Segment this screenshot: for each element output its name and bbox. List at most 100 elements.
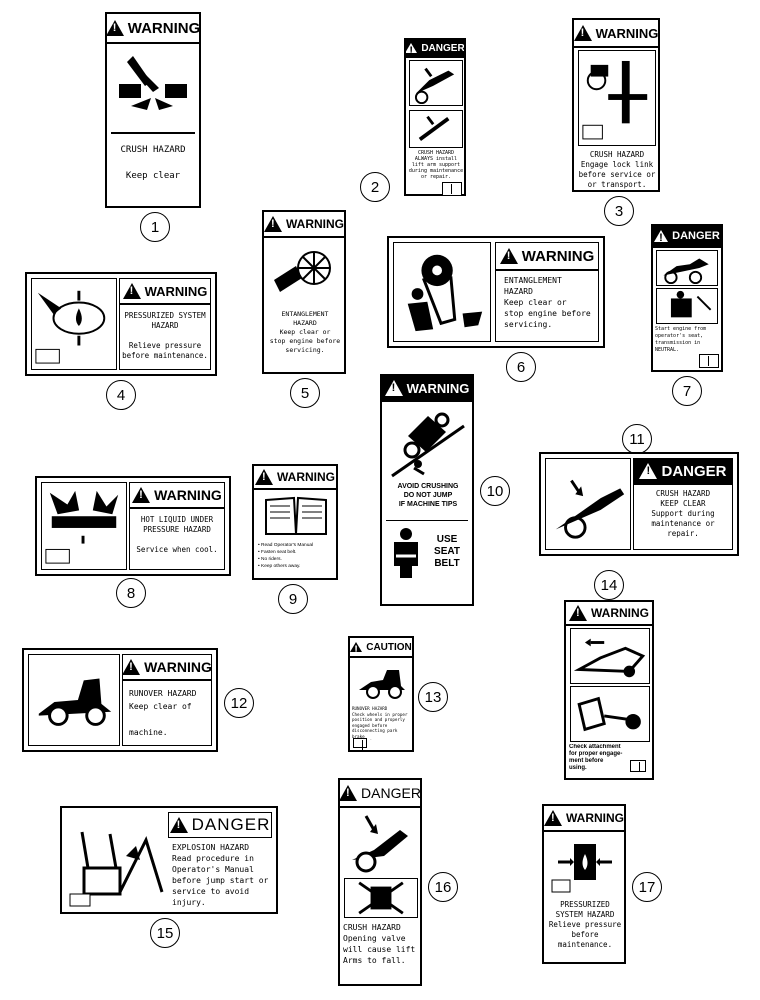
warning-header: WARNING <box>264 212 344 238</box>
decal-16: DANGER CRUSH HAZARD Opening valve will c… <box>338 778 422 986</box>
callout-3: 3 <box>604 196 634 226</box>
warning-header: WARNING <box>544 806 624 832</box>
attachment-engaged-icon <box>570 686 650 742</box>
lift-arm-falling-icon <box>344 810 418 876</box>
decal-2: DANGER CRUSH HAZARD ALWAYS install lift … <box>404 38 466 196</box>
caution-triangle-icon <box>350 642 363 656</box>
callout-5: 5 <box>290 378 320 408</box>
warning-header: WARNING <box>254 466 336 490</box>
decal-17: WARNING PRESSURIZED SYSTEM HAZARD Reliev… <box>542 804 626 964</box>
callout-17: 17 <box>632 872 662 902</box>
callout-11: 11 <box>622 424 652 454</box>
open-manual-icon <box>258 492 334 540</box>
danger-triangle-icon <box>406 43 418 56</box>
support-strut-icon <box>409 110 463 148</box>
callout-14: 14 <box>594 570 624 600</box>
warning-triangle-icon <box>255 469 273 485</box>
decal-7: DANGER Start engine from operator's seat… <box>651 224 723 372</box>
warning-header: WARNING <box>123 655 211 681</box>
warning-header: WARNING <box>566 602 652 626</box>
warning-header: WARNING <box>574 20 658 48</box>
manual-book-icon <box>353 738 367 750</box>
decal-3: WARNING CRUSH HAZARD Engage lock link be… <box>572 18 660 192</box>
warning-triangle-icon <box>107 20 124 36</box>
warning-header: WARNING <box>107 14 199 44</box>
rollover-tractor-icon <box>388 406 468 478</box>
decal-5: WARNING ENTANGLEMENT HAZARD Keep clear o… <box>262 210 346 374</box>
decal-text: CRUSH HAZARD Engage lock link before ser… <box>578 150 656 189</box>
decal-9: WARNING • Read Operator's Manual • Faste… <box>252 464 338 580</box>
radiator-hot-liquid-icon <box>41 482 127 570</box>
warning-header: WARNING <box>382 376 472 402</box>
danger-header: DANGER <box>653 226 721 248</box>
crush-hands-icon <box>111 48 195 128</box>
operator-seat-icon <box>656 288 718 324</box>
callout-9: 9 <box>278 584 308 614</box>
seat-belt-text: USE SEAT BELT <box>434 534 460 569</box>
danger-header: DANGER <box>406 40 464 58</box>
danger-triangle-icon <box>169 817 188 833</box>
decal-12: WARNING RUNOVER HAZARD Keep clear of mac… <box>22 648 218 752</box>
callout-8: 8 <box>116 578 146 608</box>
lock-link-icon <box>578 50 656 146</box>
warning-triangle-icon <box>384 380 403 396</box>
pressurized-cylinder-icon <box>548 834 622 896</box>
decal-text: RUNOVER HAZARD Check wheels in proper po… <box>352 706 408 740</box>
runover-loader-icon <box>28 654 120 746</box>
loader-arm-crush-icon <box>545 458 631 550</box>
decal-text: RUNOVER HAZARD Keep clear of machine. <box>129 689 197 737</box>
danger-triangle-icon <box>340 785 358 801</box>
attachment-lock-icon <box>570 628 650 684</box>
danger-header: DANGER <box>340 780 420 808</box>
decal-1: WARNING CRUSH HAZARD Keep clear <box>105 12 201 208</box>
callout-7: 7 <box>672 376 702 406</box>
decal-11: DANGER CRUSH HAZARD KEEP CLEAR Support d… <box>539 452 739 556</box>
no-valve-icon <box>344 878 418 918</box>
warning-triangle-icon <box>123 659 141 675</box>
callout-1: 1 <box>140 212 170 242</box>
callout-13: 13 <box>418 682 448 712</box>
warning-header: WARNING <box>130 483 224 509</box>
decal-text: PRESSURIZED SYSTEM HAZARD Relieve pressu… <box>548 900 622 949</box>
warning-header: WARNING <box>120 279 210 305</box>
danger-header: DANGER <box>634 459 732 485</box>
decal-text: ENTANGLEMENT HAZARD Keep clear or stop e… <box>504 276 591 329</box>
decal-4: WARNING PRESSURIZED SYSTEM HAZARD Reliev… <box>25 272 217 376</box>
decal-text: CRUSH HAZARD Keep clear <box>111 132 195 214</box>
decal-8: WARNING HOT LIQUID UNDER PRESSURE HAZARD… <box>35 476 231 576</box>
warning-header: WARNING <box>496 243 598 271</box>
decal-text: CRUSH HAZARD Opening valve will cause li… <box>343 923 416 965</box>
callout-2: 2 <box>360 172 390 202</box>
decal-14: WARNING Check attachment for proper enga… <box>564 600 654 780</box>
callout-6: 6 <box>506 352 536 382</box>
seat-belt-person-icon <box>388 526 424 580</box>
fan-hand-icon <box>268 240 342 306</box>
manual-book-icon <box>699 354 719 368</box>
manual-book-icon <box>442 182 462 196</box>
warning-triangle-icon <box>499 248 518 264</box>
decal-6: WARNING ENTANGLEMENT HAZARD Keep clear o… <box>387 236 605 348</box>
decal-text: EXPLOSION HAZARD Read procedure in Opera… <box>172 843 269 907</box>
warning-triangle-icon <box>574 25 592 41</box>
callout-15: 15 <box>150 918 180 948</box>
decal-13: CAUTION RUNOVER HAZARD Check wheels in p… <box>348 636 414 752</box>
decal-15: DANGER EXPLOSION HAZARD Read procedure i… <box>60 806 278 914</box>
decal-text: ENTANGLEMENT HAZARD Keep clear or stop e… <box>269 310 341 354</box>
warning-triangle-icon <box>569 605 587 621</box>
caution-header: CAUTION <box>350 638 412 658</box>
decal-text: • Read Operator's Manual • Fasten seat b… <box>258 543 314 569</box>
callout-10: 10 <box>480 476 510 506</box>
decal-text: PRESSURIZED SYSTEM HAZARD Relieve pressu… <box>122 311 208 360</box>
pressure-hand-icon <box>31 278 117 370</box>
warning-triangle-icon <box>122 283 141 299</box>
warning-triangle-icon <box>264 216 282 232</box>
warning-triangle-icon <box>132 487 151 503</box>
loader-icon <box>656 250 718 286</box>
decal-text: CRUSH HAZARD KEEP CLEAR Support during m… <box>651 489 715 538</box>
decal-text: AVOID CRUSHING DO NOT JUMP IF MACHINE TI… <box>397 483 459 508</box>
belt-entanglement-icon <box>393 242 491 342</box>
warning-triangle-icon <box>544 810 562 826</box>
loader-lift-arm-icon <box>409 60 463 106</box>
tow-loader-icon <box>353 660 409 704</box>
manual-book-icon <box>630 760 646 772</box>
